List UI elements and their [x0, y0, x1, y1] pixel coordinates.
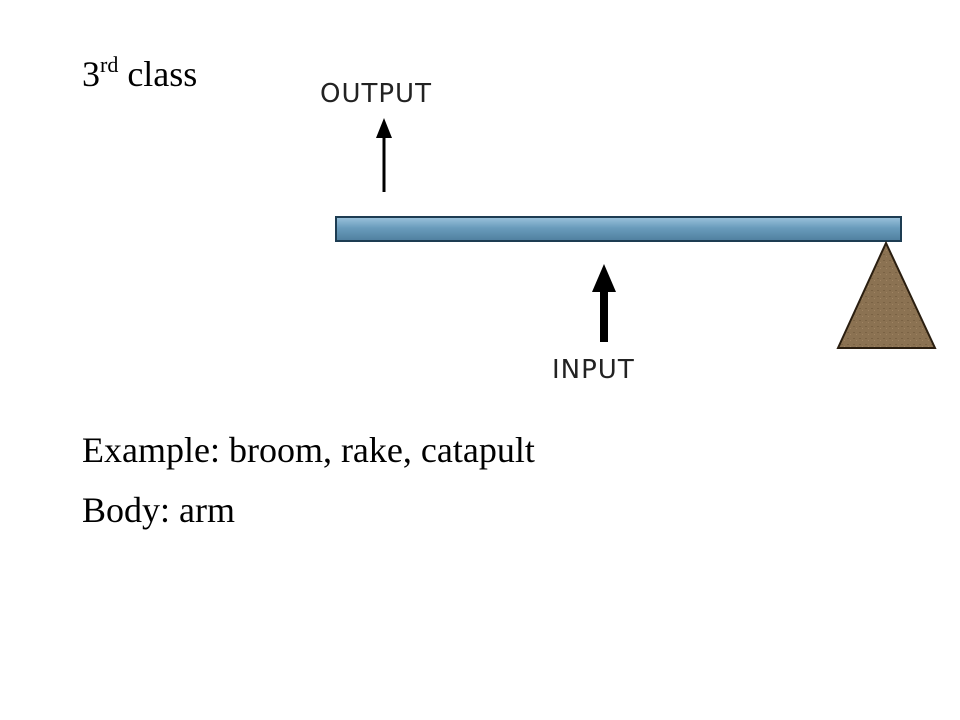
lever-bar	[335, 216, 902, 242]
example-line: Example: broom, rake, catapult	[82, 430, 535, 470]
input-arrow-icon	[592, 264, 616, 342]
output-label: OUTPUT	[320, 79, 432, 109]
title-superscript: rd	[100, 52, 119, 77]
title-number: 3	[82, 54, 100, 94]
body-line: Body: arm	[82, 490, 235, 530]
input-label: INPUT	[552, 355, 635, 385]
output-arrow-icon	[376, 118, 392, 192]
fulcrum-triangle	[836, 240, 937, 349]
lever-diagram: OUTPUT INPUT	[320, 79, 937, 385]
title-word: class	[118, 54, 198, 94]
slide-title: 3rd class	[82, 54, 198, 94]
